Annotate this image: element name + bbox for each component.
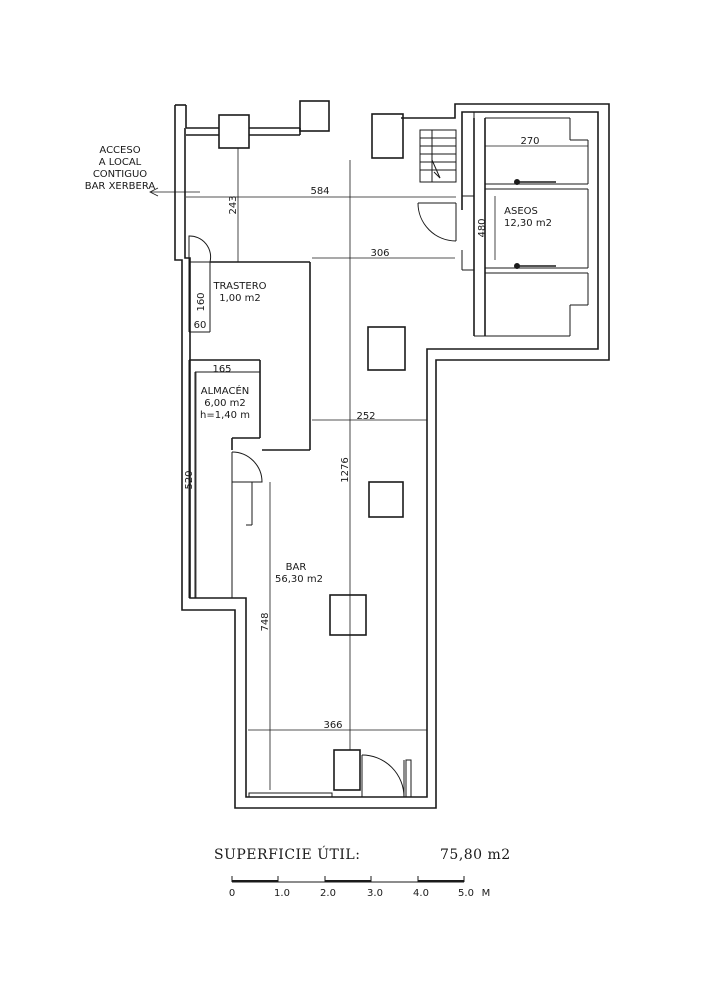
dim-60: 60 xyxy=(194,320,207,331)
room-bar-name: BAR xyxy=(286,562,307,573)
room-trastero-name: TRASTERO xyxy=(212,281,266,292)
surface-value: 75,80 m2 xyxy=(440,847,511,863)
room-labels: ASEOS 12,30 m2 TRASTERO 1,00 m2 ALMACÉN … xyxy=(200,206,552,585)
dimension-lines xyxy=(149,145,588,790)
access-note-line-1: ACCESO xyxy=(99,145,140,156)
dim-480: 480 xyxy=(477,218,488,237)
dim-160: 160 xyxy=(196,292,207,311)
dim-584: 584 xyxy=(310,186,329,197)
doors xyxy=(188,202,457,798)
dim-1276: 1276 xyxy=(340,457,351,482)
dim-366: 366 xyxy=(323,720,342,731)
dim-252: 252 xyxy=(356,411,375,422)
scale-tick-5: 5.0 xyxy=(458,888,474,899)
access-note-line-2: A LOCAL xyxy=(99,157,142,168)
scale-tick-0: 0 xyxy=(229,888,235,899)
exterior-walls xyxy=(174,103,610,809)
room-almacen-area: 6,00 m2 xyxy=(204,398,246,409)
dim-748: 748 xyxy=(260,612,271,631)
dim-165: 165 xyxy=(212,364,231,375)
room-trastero-area: 1,00 m2 xyxy=(219,293,261,304)
dim-520: 520 xyxy=(184,470,195,489)
room-almacen-height: h=1,40 m xyxy=(200,410,250,421)
room-aseos-area: 12,30 m2 xyxy=(504,218,552,229)
dim-270: 270 xyxy=(520,136,539,147)
access-note-line-3: CONTIGUO xyxy=(93,169,147,180)
scale-tick-3: 3.0 xyxy=(367,888,383,899)
room-almacen-name: ALMACÉN xyxy=(201,384,250,397)
scale-bar: 0 1.0 2.0 3.0 4.0 5.0 M xyxy=(229,876,491,899)
stairs xyxy=(419,129,457,183)
access-note: ACCESO A LOCAL CONTIGUO BAR XERBERA xyxy=(85,145,156,192)
dimension-labels: 584 243 306 270 480 160 60 165 252 520 1… xyxy=(184,136,540,731)
scale-unit: M xyxy=(482,888,491,899)
scale-tick-2: 2.0 xyxy=(320,888,336,899)
scale-tick-4: 4.0 xyxy=(413,888,429,899)
dim-306: 306 xyxy=(370,248,389,259)
interior-partitions xyxy=(174,140,311,598)
surface-label: SUPERFICIE ÚTIL: xyxy=(214,845,360,863)
scale-tick-1: 1.0 xyxy=(274,888,290,899)
room-aseos-name: ASEOS xyxy=(504,206,538,217)
surface-summary: SUPERFICIE ÚTIL: 75,80 m2 xyxy=(214,845,511,863)
access-note-line-4: BAR XERBERA xyxy=(85,181,156,192)
room-bar-area: 56,30 m2 xyxy=(275,574,323,585)
dim-243: 243 xyxy=(228,195,239,214)
pillars xyxy=(218,100,406,791)
aseos-walls xyxy=(461,111,589,337)
